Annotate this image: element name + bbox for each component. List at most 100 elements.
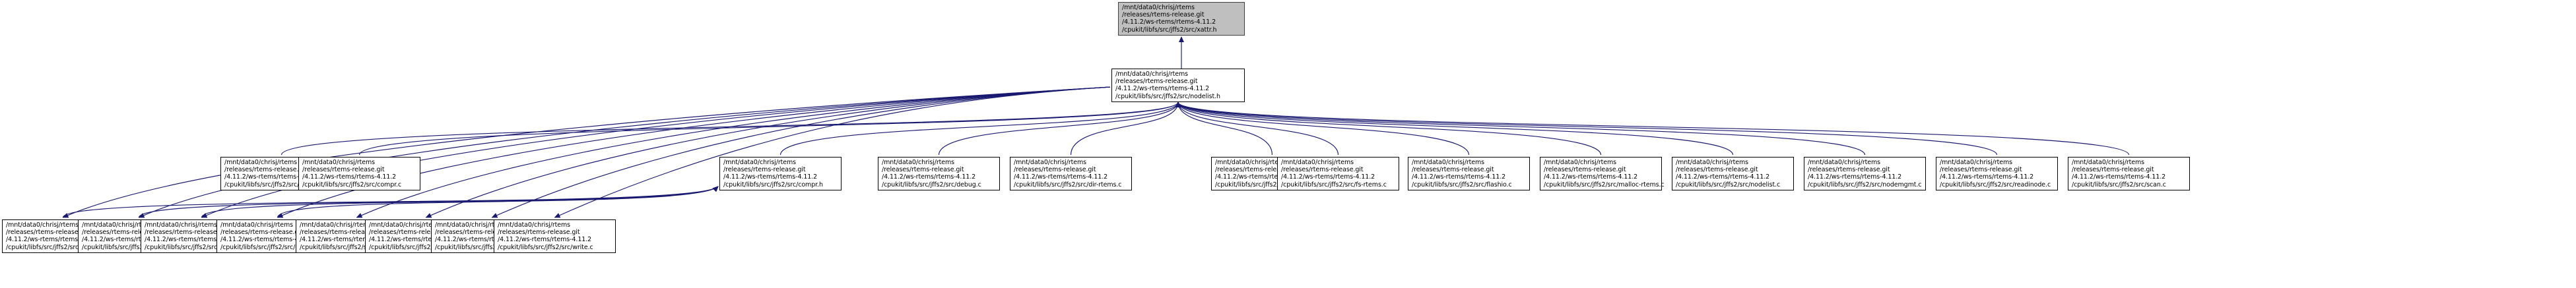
node-path-line-1: /mnt/data0/chrisj/rtems xyxy=(1115,71,1189,78)
node-path-line-2: /releases/rtems-release.git xyxy=(302,166,385,174)
graph-node-nodelist_c[interactable]: /mnt/data0/chrisj/rtems/releases/rtems-r… xyxy=(1672,157,1794,190)
node-path-line-3: /4.11.2/ws-rtems/rtems-4.11.2 xyxy=(1412,173,1506,181)
graph-node-dir_rtems_c[interactable]: /mnt/data0/chrisj/rtems/releases/rtems-r… xyxy=(1010,157,1132,190)
node-path-line-2: /releases/rtems-release.git xyxy=(6,229,88,237)
node-path-line-3: /4.11.2/ws-rtems/rtems-4.11.2 xyxy=(1544,173,1638,181)
node-path-line-2: /releases/rtems-release.git xyxy=(1676,166,1758,174)
graph-node-compr_h[interactable]: /mnt/data0/chrisj/rtems/releases/rtems-r… xyxy=(719,157,842,190)
node-path-line-1: /mnt/data0/chrisj/rtems xyxy=(220,221,294,229)
node-path-line-1: /mnt/data0/chrisj/rtems xyxy=(1544,159,1617,166)
node-path-line-4: /cpukit/libfs/src/jffs2/src/erase.c xyxy=(1215,181,1313,188)
node-path-line-4: /cpukit/libfs/src/jffs2/src/compr_zlib.c xyxy=(6,243,119,251)
node-path-line-4: /cpukit/libfs/src/jffs2/src/fs-rtems.c xyxy=(300,243,405,251)
graph-node-readinode_c[interactable]: /mnt/data0/chrisj/rtems/releases/rtems-r… xyxy=(1936,157,2058,190)
node-path-line-1: /mnt/data0/chrisj/rtems xyxy=(1676,159,1749,166)
graph-node-xattr_h[interactable]: /mnt/data0/chrisj/rtems/releases/rtems-r… xyxy=(1118,2,1245,36)
node-path-line-1: /mnt/data0/chrisj/rtems xyxy=(723,159,797,166)
node-path-line-3: /4.11.2/ws-rtems/rtems-4.11.2 xyxy=(2072,173,2166,181)
node-path-line-4: /cpukit/libfs/src/jffs2/src/nodelist.c xyxy=(1676,181,1781,188)
graph-node-debug_c[interactable]: /mnt/data0/chrisj/rtems/releases/rtems-r… xyxy=(878,157,1000,190)
node-path-line-4: /cpukit/libfs/src/jffs2/src/compr.c xyxy=(302,181,402,188)
node-path-line-4: /cpukit/libfs/src/jffs2/src/gc.c xyxy=(369,243,457,251)
node-path-line-4: /cpukit/libfs/src/jffs2/src/scan.c xyxy=(2072,181,2166,188)
node-path-line-4: /cpukit/libfs/src/jffs2/src/read.c xyxy=(435,243,529,251)
node-path-line-1: /mnt/data0/chrisj/rtems xyxy=(1808,159,1881,166)
node-path-line-3: /4.11.2/ws-rtems/rtems-4.11.2 xyxy=(1115,85,1210,93)
node-path-line-4: /cpukit/libfs/src/jffs2/src/write.c xyxy=(498,243,593,251)
node-path-line-4: /cpukit/libfs/src/jffs2/src/compr_rtime.… xyxy=(145,243,264,251)
graph-node-scan_c[interactable]: /mnt/data0/chrisj/rtems/releases/rtems-r… xyxy=(2068,157,2190,190)
node-path-line-1: /mnt/data0/chrisj/rtems xyxy=(6,221,79,229)
node-path-line-1: /mnt/data0/chrisj/rtems xyxy=(1215,159,1288,166)
node-path-line-4: /cpukit/libfs/src/jffs2/src/compr.h xyxy=(723,181,823,188)
node-path-line-1: /mnt/data0/chrisj/rtems xyxy=(300,221,373,229)
graph-node-malloc_rtems_c[interactable]: /mnt/data0/chrisj/rtems/releases/rtems-r… xyxy=(1540,157,1665,190)
node-path-line-4: /cpukit/libfs/src/jffs2/src/debug.c xyxy=(882,181,981,188)
node-path-line-1: /mnt/data0/chrisj/rtems xyxy=(1014,159,1087,166)
node-path-line-2: /releases/rtems-release.git xyxy=(1412,166,1494,174)
node-path-line-3: /4.11.2/ws-rtems/rtems-4.11.2 xyxy=(498,236,592,244)
node-path-line-3: /4.11.2/ws-rtems/rtems-4.11.2 xyxy=(1215,173,1309,181)
node-path-line-4: /cpukit/libfs/src/jffs2/src/dir-rtems.c xyxy=(1014,181,1122,188)
node-path-line-1: /mnt/data0/chrisj/rtems xyxy=(1122,4,1195,11)
node-path-line-3: /4.11.2/ws-rtems/rtems-4.11.2 xyxy=(369,236,463,244)
node-path-line-3: /4.11.2/ws-rtems/rtems-4.11.2 xyxy=(723,173,818,181)
node-path-line-2: /releases/rtems-release.git xyxy=(224,166,307,174)
node-path-line-2: /releases/rtems-release.git xyxy=(1281,166,1364,174)
node-path-line-2: /releases/rtems-release.git xyxy=(723,166,806,174)
graph-node-compr_c[interactable]: /mnt/data0/chrisj/rtems/releases/rtems-r… xyxy=(298,157,420,190)
node-path-line-4: /cpukit/libfs/src/jffs2/src/flashio.c xyxy=(1412,181,1512,188)
node-path-line-4: /cpukit/libfs/src/jffs2/src/malloc-rtems… xyxy=(1544,181,1665,188)
node-path-line-2: /releases/rtems-release.git xyxy=(1544,166,1626,174)
node-path-line-3: /4.11.2/ws-rtems/rtems-4.11.2 xyxy=(220,236,315,244)
node-path-line-1: /mnt/data0/chrisj/rtems xyxy=(2072,159,2145,166)
node-path-line-4: /cpukit/libfs/src/jffs2/src/compr_rubin.… xyxy=(220,243,339,251)
node-path-line-1: /mnt/data0/chrisj/rtems xyxy=(224,159,298,166)
node-path-line-2: /releases/rtems-release.git xyxy=(145,229,227,237)
node-path-line-2: /releases/rtems-release.git xyxy=(1014,166,1096,174)
node-path-line-1: /mnt/data0/chrisj/rtems xyxy=(302,159,376,166)
node-path-line-2: /releases/rtems-release.git xyxy=(2072,166,2154,174)
node-path-line-3: /4.11.2/ws-rtems/rtems-4.11.2 xyxy=(882,173,976,181)
node-path-line-3: /4.11.2/ws-rtems/rtems-4.11.2 xyxy=(1808,173,1902,181)
node-path-line-1: /mnt/data0/chrisj/rtems xyxy=(435,221,508,229)
node-path-line-2: /releases/rtems-release.git xyxy=(220,229,303,237)
node-path-line-2: /releases/rtems-release.git xyxy=(498,229,580,237)
node-path-line-2: /releases/rtems-release.git xyxy=(300,229,382,237)
node-path-line-3: /4.11.2/ws-rtems/rtems-4.11.2 xyxy=(145,236,239,244)
node-path-line-2: /releases/rtems-release.git xyxy=(435,229,517,237)
node-path-line-1: /mnt/data0/chrisj/rtems xyxy=(1940,159,2013,166)
node-path-line-2: /releases/rtems-release.git xyxy=(1808,166,1890,174)
node-path-line-3: /4.11.2/ws-rtems/rtems-4.11.2 xyxy=(300,236,394,244)
node-path-line-3: /4.11.2/ws-rtems/rtems-4.11.2 xyxy=(1676,173,1770,181)
node-path-line-3: /4.11.2/ws-rtems/rtems-4.11.2 xyxy=(82,236,176,244)
graph-node-nodemgmt_c[interactable]: /mnt/data0/chrisj/rtems/releases/rtems-r… xyxy=(1804,157,1926,190)
node-path-line-2: /releases/rtems-release.git xyxy=(1215,166,1298,174)
node-path-line-3: /4.11.2/ws-rtems/rtems-4.11.2 xyxy=(302,173,397,181)
node-path-line-1: /mnt/data0/chrisj/rtems xyxy=(82,221,155,229)
node-path-line-3: /4.11.2/ws-rtems/rtems-4.11.2 xyxy=(1122,18,1216,26)
node-path-line-3: /4.11.2/ws-rtems/rtems-4.11.2 xyxy=(6,236,100,244)
node-path-line-4: /cpukit/libfs/src/jffs2/src/nodemgmt.c xyxy=(1808,181,1922,188)
node-path-line-4: /cpukit/libfs/src/jffs2/src/xattr.h xyxy=(1122,26,1217,34)
node-path-line-1: /mnt/data0/chrisj/rtems xyxy=(498,221,571,229)
graph-node-fs_rtems_c[interactable]: /mnt/data0/chrisj/rtems/releases/rtems-r… xyxy=(1277,157,1399,190)
graph-node-flashio_c[interactable]: /mnt/data0/chrisj/rtems/releases/rtems-r… xyxy=(1408,157,1530,190)
node-path-line-4: /cpukit/libfs/src/jffs2/src/fs-rtems.c xyxy=(1281,181,1387,188)
node-path-line-4: /cpukit/libfs/src/jffs2/src/build.c xyxy=(224,181,320,188)
node-path-line-3: /4.11.2/ws-rtems/rtems-4.11.2 xyxy=(435,236,529,244)
node-path-line-1: /mnt/data0/chrisj/rtems xyxy=(882,159,955,166)
graph-node-write_c[interactable]: /mnt/data0/chrisj/rtems/releases/rtems-r… xyxy=(494,219,616,253)
node-path-line-2: /releases/rtems-release.git xyxy=(882,166,964,174)
node-path-line-4: /cpukit/libfs/src/jffs2/src/nodelist.h xyxy=(1115,92,1220,100)
node-path-line-4: /cpukit/libfs/src/jffs2/src/compr.c xyxy=(82,243,182,251)
node-path-line-3: /4.11.2/ws-rtems/rtems-4.11.2 xyxy=(224,173,319,181)
graph-node-nodelist_h[interactable]: /mnt/data0/chrisj/rtems/releases/rtems-r… xyxy=(1111,69,1245,102)
node-path-line-4: /cpukit/libfs/src/jffs2/src/readinode.c xyxy=(1940,181,2051,188)
node-path-line-2: /releases/rtems-release.git xyxy=(82,229,164,237)
node-path-line-2: /releases/rtems-release.git xyxy=(369,229,451,237)
node-path-line-2: /releases/rtems-release.git xyxy=(1115,78,1198,86)
node-path-line-3: /4.11.2/ws-rtems/rtems-4.11.2 xyxy=(1281,173,1375,181)
node-path-line-1: /mnt/data0/chrisj/rtems xyxy=(1412,159,1485,166)
